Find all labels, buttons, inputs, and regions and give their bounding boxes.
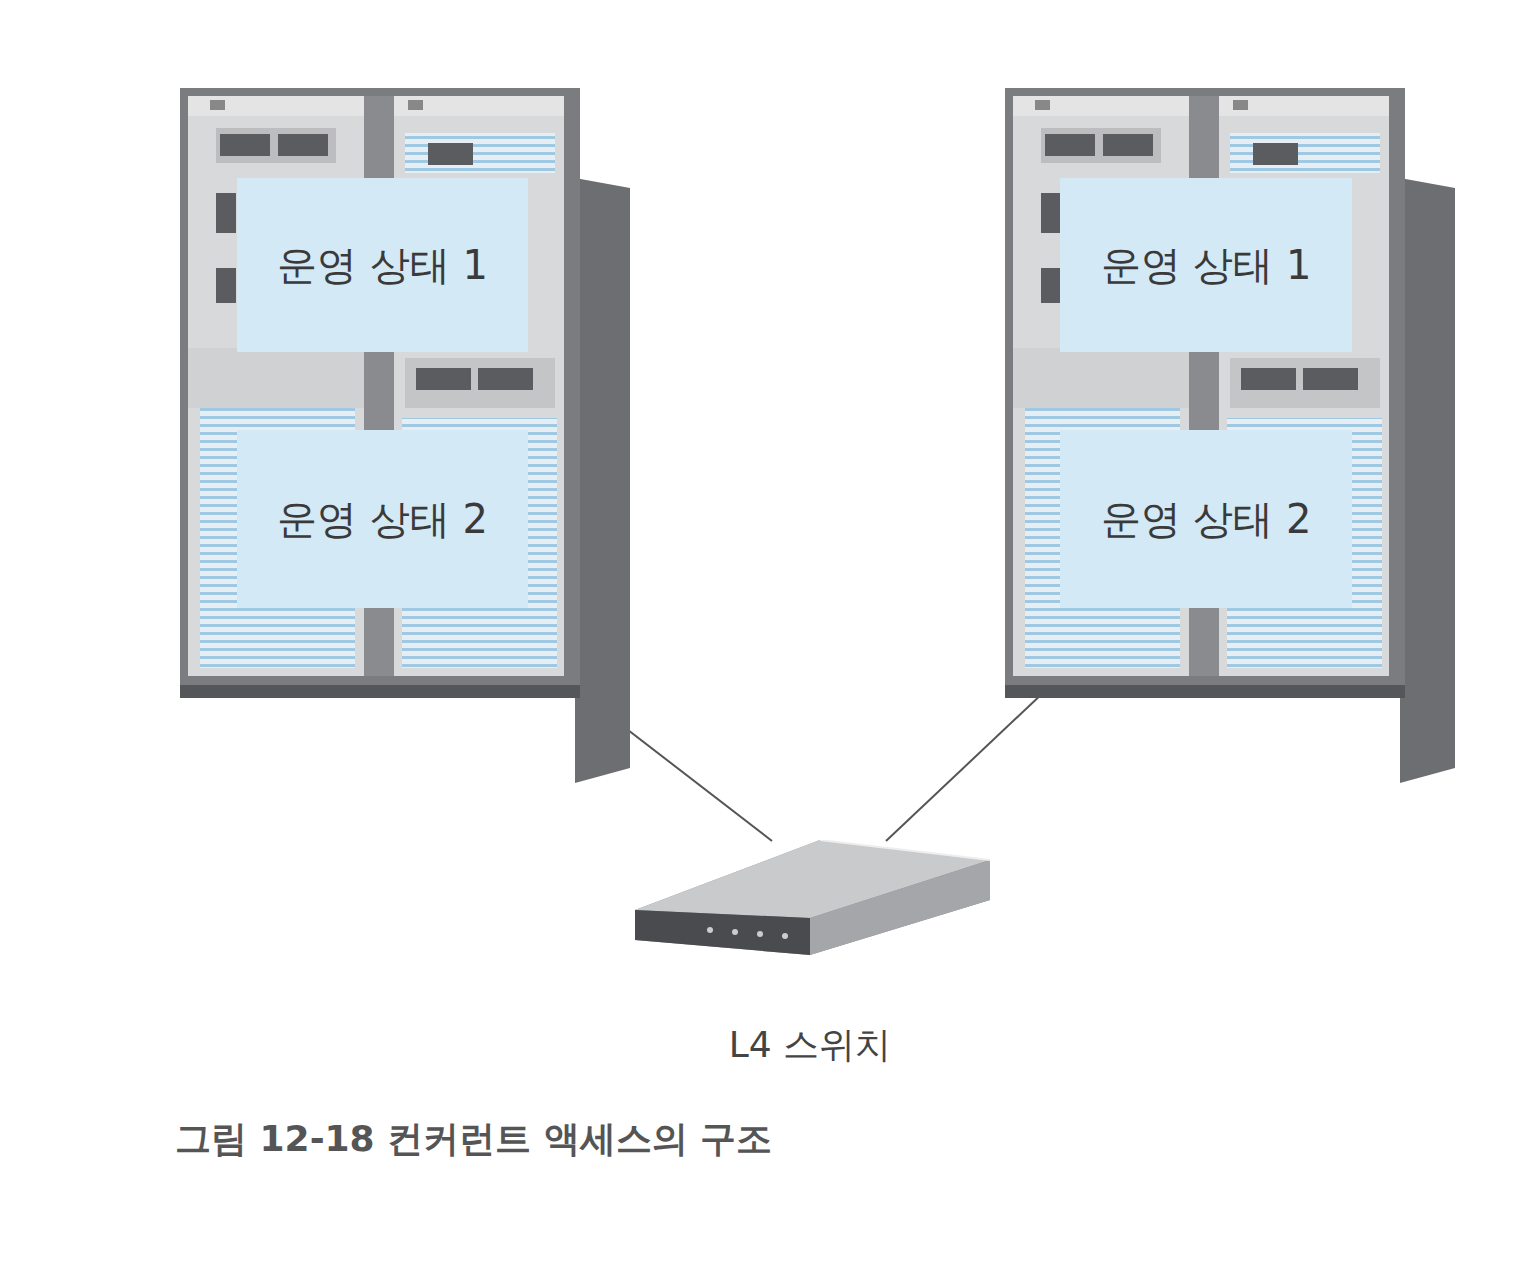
status-box: 운영 상태 2 <box>237 430 528 608</box>
l4-switch-icon <box>620 840 1000 970</box>
status-label: 운영 상태 2 <box>277 492 488 547</box>
status-box: 운영 상태 2 <box>1060 430 1352 608</box>
switch-label: L4 스위치 <box>620 1021 1000 1070</box>
status-box: 운영 상태 1 <box>1060 178 1352 352</box>
status-label: 운영 상태 2 <box>1101 492 1312 547</box>
status-label: 운영 상태 1 <box>1101 238 1312 293</box>
status-label: 운영 상태 1 <box>277 238 488 293</box>
status-box: 운영 상태 1 <box>237 178 528 352</box>
switch-node: L4 스위치 <box>620 840 1000 1070</box>
figure-caption: 그림 12-18 컨커런트 액세스의 구조 <box>175 1115 772 1164</box>
